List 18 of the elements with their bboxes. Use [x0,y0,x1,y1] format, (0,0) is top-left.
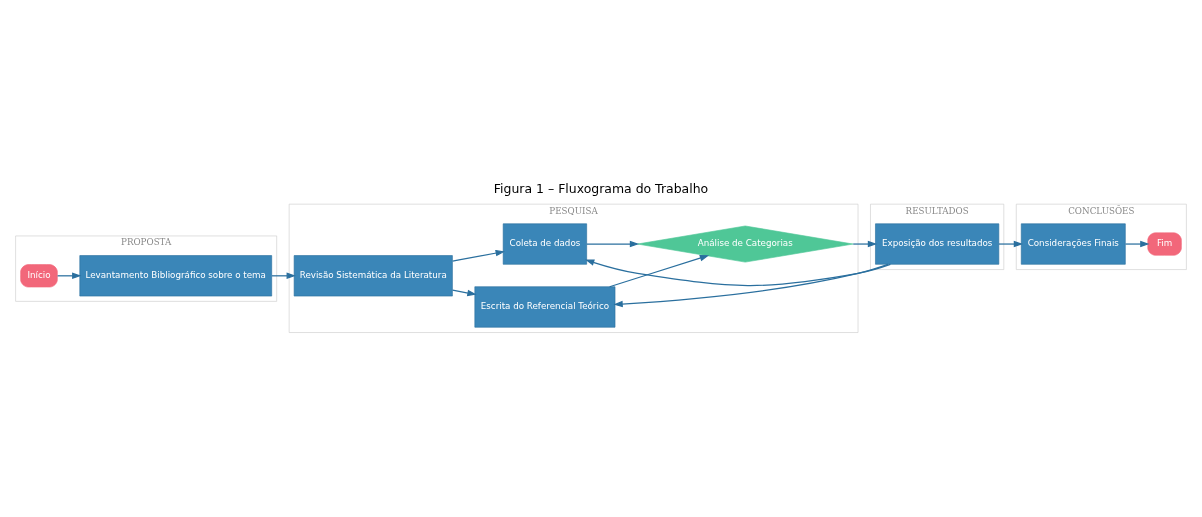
node-box: Fim [1147,232,1182,256]
arrow [586,240,640,247]
node-box: Revisão Sistemática da Literatura [293,254,453,296]
node-box: Escrita do Referencial Teórico [474,285,616,328]
arrow [609,254,710,287]
arrow [584,258,891,286]
arrow [998,240,1024,247]
node-box: Coleta de dados [502,223,587,265]
arrow [852,240,878,247]
node-box: Considerações Finais [1020,223,1126,265]
arrow [452,289,477,296]
diagram-title: Figura 1 – Fluxograma do Trabalho [493,180,709,196]
arrow [452,249,505,262]
node-box: Exposição dos resultados [875,223,1000,265]
node-box: Levantamento Bibliográfico sobre o tema [79,254,272,296]
arrow [1124,240,1150,247]
node-box: Início [20,263,58,287]
arrow [613,263,889,307]
